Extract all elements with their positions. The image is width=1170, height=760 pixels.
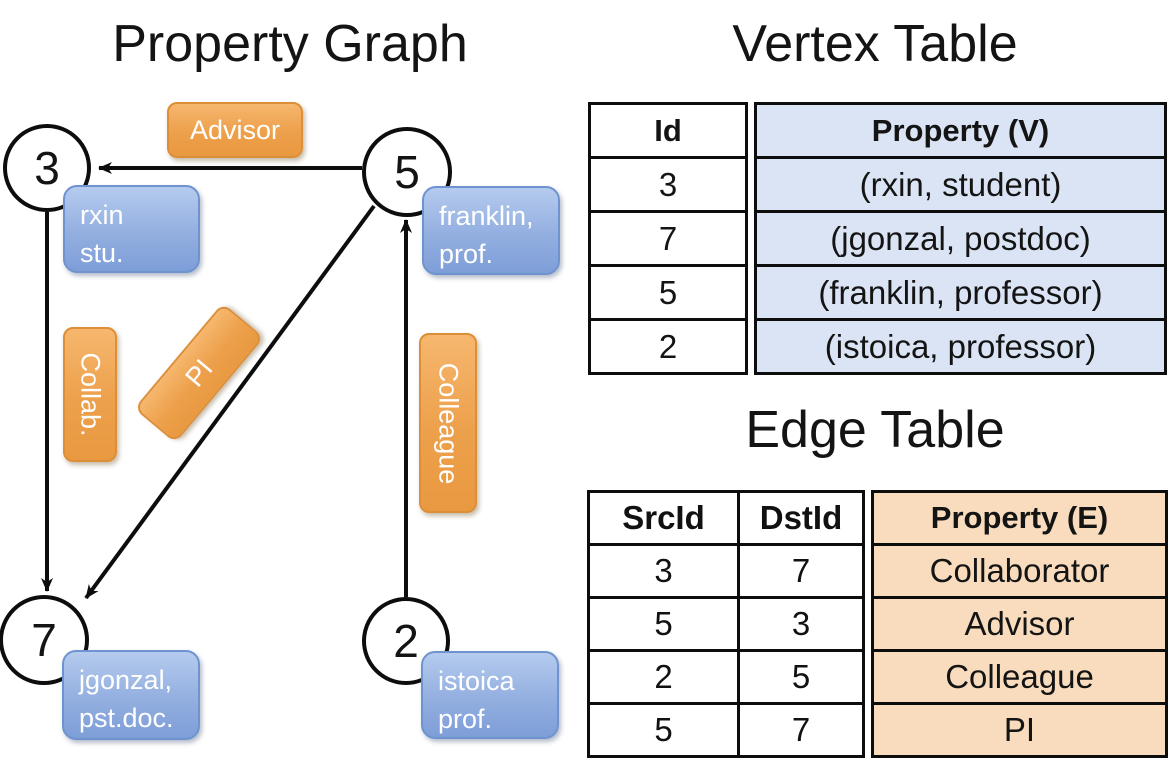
table-cell: (rxin, student) xyxy=(757,156,1164,210)
vertex-table-property-header: Property (V) xyxy=(871,112,1050,148)
node-id-label: 3 xyxy=(34,142,60,194)
graph-edges-layer xyxy=(41,162,412,600)
vertex-table-id-column: Id 3 7 5 2 xyxy=(588,102,748,375)
edge-table: SrcId DstId 3 7 5 3 2 5 5 7 Property (E)… xyxy=(587,490,1168,758)
table-cell: Advisor xyxy=(874,596,1165,649)
vertex-prop-line: prof. xyxy=(439,239,494,270)
edge-table-property-column: Property (E) Collaborator Advisor Collea… xyxy=(871,490,1168,758)
node-id-label: 2 xyxy=(393,615,419,667)
table-cell: 7 xyxy=(791,552,811,589)
table-cell: 5 xyxy=(590,599,740,649)
table-cell: Collaborator xyxy=(874,543,1165,596)
vertex-prop-box-3: rxin stu. xyxy=(63,185,200,273)
vertex-prop-box-2: istoica prof. xyxy=(421,651,559,739)
edge-table-property-header: Property (E) xyxy=(930,500,1109,535)
table-cell: 3 xyxy=(791,605,811,642)
edge-table-id-columns: SrcId DstId 3 7 5 3 2 5 5 7 xyxy=(587,490,865,758)
table-cell: 5 xyxy=(591,264,745,318)
edge-label-text: Colleague xyxy=(433,362,464,484)
edge-label-advisor: Advisor xyxy=(167,102,303,158)
table-cell: 5 xyxy=(590,705,740,755)
vertex-prop-line: stu. xyxy=(80,238,124,269)
graph-node-5: 5 xyxy=(362,127,452,217)
edge-label-text: PI xyxy=(178,353,219,393)
vertex-prop-box-7: jgonzal, pst.doc. xyxy=(62,650,200,740)
vertex-prop-line: prof. xyxy=(438,704,493,735)
vertex-table: Id 3 7 5 2 Property (V) (rxin, student) … xyxy=(588,102,1167,375)
vertex-prop-line: franklin, xyxy=(439,201,534,231)
edge-label-text: Collab. xyxy=(75,352,106,437)
table-cell: (franklin, professor) xyxy=(757,264,1164,318)
table-cell: (istoica, professor) xyxy=(757,318,1164,372)
table-row: 5 3 xyxy=(590,596,862,649)
node-id-label: 7 xyxy=(31,614,57,666)
vertex-prop-line: pst.doc. xyxy=(79,703,174,734)
table-row: SrcId DstId xyxy=(590,493,862,543)
table-cell: PI xyxy=(874,702,1165,755)
table-cell: 3 xyxy=(590,546,740,596)
table-cell: Colleague xyxy=(874,649,1165,702)
edge-arrow-5-to-7 xyxy=(84,204,376,600)
property-graph-title: Property Graph xyxy=(112,15,468,73)
table-cell: (jgonzal, postdoc) xyxy=(757,210,1164,264)
table-cell: 7 xyxy=(791,711,811,748)
table-row: 5 7 xyxy=(590,702,862,755)
table-row: 2 5 xyxy=(590,649,862,702)
table-row: 3 7 xyxy=(590,543,862,596)
edge-table-srcid-header: SrcId xyxy=(590,493,740,543)
vertex-prop-line: rxin xyxy=(80,200,124,230)
table-cell: 7 xyxy=(591,210,745,264)
vertex-table-id-header: Id xyxy=(654,112,682,148)
graph-node-2: 2 xyxy=(362,597,450,685)
node-id-label: 5 xyxy=(394,146,420,198)
edge-table-dstid-header: DstId xyxy=(759,499,843,536)
vertex-prop-line: istoica xyxy=(438,666,515,696)
edge-label-collab: Collab. xyxy=(63,327,117,462)
edge-table-title: Edge Table xyxy=(745,401,1005,459)
edge-label-text: Advisor xyxy=(189,114,281,145)
table-cell: 5 xyxy=(791,658,811,695)
vertex-table-property-column: Property (V) (rxin, student) (jgonzal, p… xyxy=(754,102,1167,375)
table-cell: 3 xyxy=(591,156,745,210)
table-cell: 2 xyxy=(590,652,740,702)
vertex-prop-line: jgonzal, xyxy=(79,665,173,695)
table-cell: 2 xyxy=(591,318,745,372)
vertex-table-title: Vertex Table xyxy=(732,15,1018,73)
vertex-prop-box-5: franklin, prof. xyxy=(422,186,560,275)
edge-label-colleague: Colleague xyxy=(419,333,477,513)
